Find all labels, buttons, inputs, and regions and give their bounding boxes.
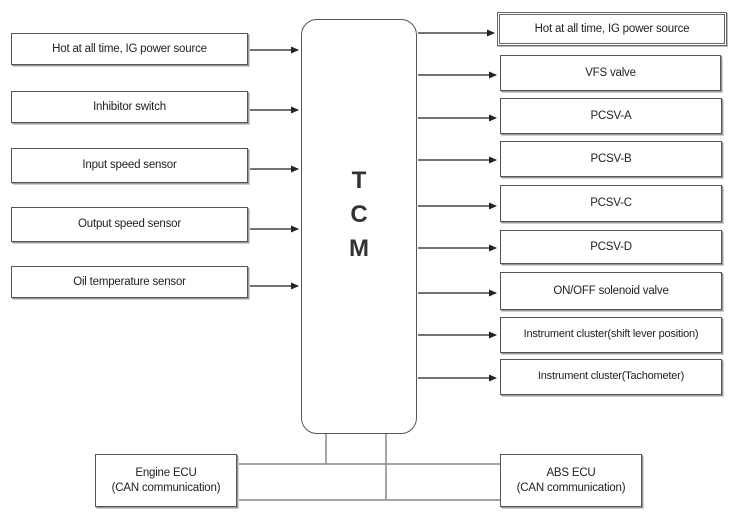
engine-ecu-title: Engine ECU bbox=[135, 467, 197, 480]
output-box-pcsv-c: PCSV-C bbox=[500, 185, 722, 222]
abs-ecu-box: ABS ECU (CAN communication) bbox=[500, 454, 642, 507]
output-box-cluster-tachometer: Instrument cluster(Tachometer) bbox=[500, 359, 722, 395]
tcm-letter-m: M bbox=[349, 235, 369, 262]
input-box-output-speed-sensor: Output speed sensor bbox=[11, 207, 248, 242]
tcm-letter-t: T bbox=[351, 167, 367, 194]
output-box-on-off-solenoid-valve: ON/OFF solenoid valve bbox=[500, 272, 722, 310]
input-box-power-source: Hot at all time, IG power source bbox=[11, 33, 248, 65]
output-box-pcsv-a: PCSV-A bbox=[500, 98, 722, 134]
output-arrows bbox=[418, 29, 497, 382]
engine-ecu-box: Engine ECU (CAN communication) bbox=[95, 454, 237, 507]
can-bus-lines bbox=[238, 434, 500, 501]
engine-ecu-subtitle: (CAN communication) bbox=[111, 481, 221, 494]
output-box-power-source: Hot at all time, IG power source bbox=[497, 12, 727, 46]
output-box-pcsv-b: PCSV-B bbox=[500, 141, 722, 177]
input-arrows bbox=[249, 46, 299, 290]
input-box-input-speed-sensor: Input speed sensor bbox=[11, 148, 248, 183]
abs-ecu-title: ABS ECU bbox=[546, 467, 596, 480]
output-box-pcsv-d: PCSV-D bbox=[500, 230, 722, 264]
tcm-letter-c: C bbox=[350, 201, 368, 228]
output-box-vfs-valve: VFS valve bbox=[500, 55, 721, 91]
tcm-block: T C M bbox=[301, 19, 417, 434]
input-box-inhibitor-switch: Inhibitor switch bbox=[11, 91, 248, 123]
output-box-cluster-shift-lever: Instrument cluster(shift lever position) bbox=[500, 317, 722, 353]
abs-ecu-subtitle: (CAN communication) bbox=[516, 481, 626, 494]
input-box-oil-temperature-sensor: Oil temperature sensor bbox=[11, 266, 248, 298]
